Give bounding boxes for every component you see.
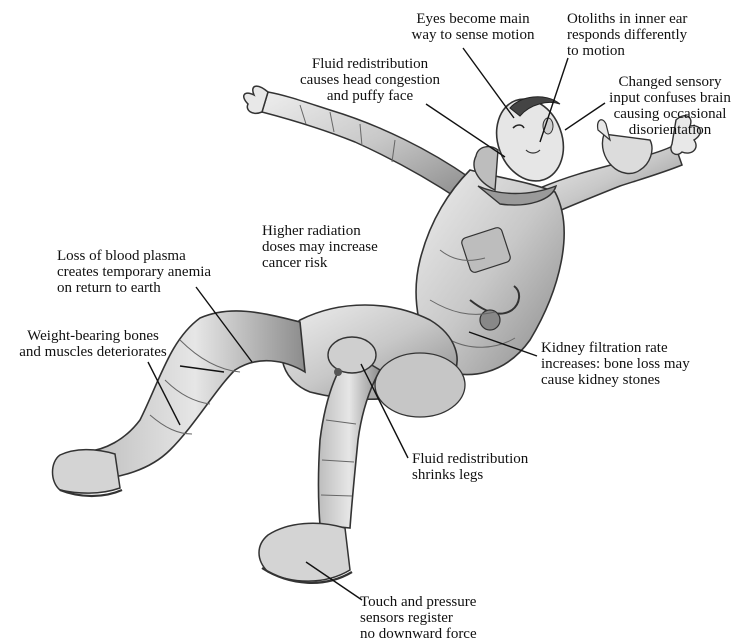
label-touch-pressure: Touch and pressure sensors register no d… (360, 594, 520, 642)
label-eyes-motion: Eyes become main way to sense motion (398, 11, 548, 43)
label-radiation: Higher radiation doses may increase canc… (262, 223, 412, 271)
label-fluid-head: Fluid redistribution causes head congest… (280, 56, 460, 104)
label-otoliths: Otoliths in inner ear responds different… (567, 11, 737, 59)
label-kidney: Kidney filtration rate increases: bone l… (541, 340, 731, 388)
label-blood-plasma: Loss of blood plasma creates temporary a… (57, 248, 257, 296)
label-bones-muscles: Weight-bearing bones and muscles deterio… (0, 328, 186, 360)
label-fluid-legs: Fluid redistribution shrinks legs (412, 451, 582, 483)
label-sensory-input: Changed sensory input confuses brain cau… (593, 74, 747, 138)
